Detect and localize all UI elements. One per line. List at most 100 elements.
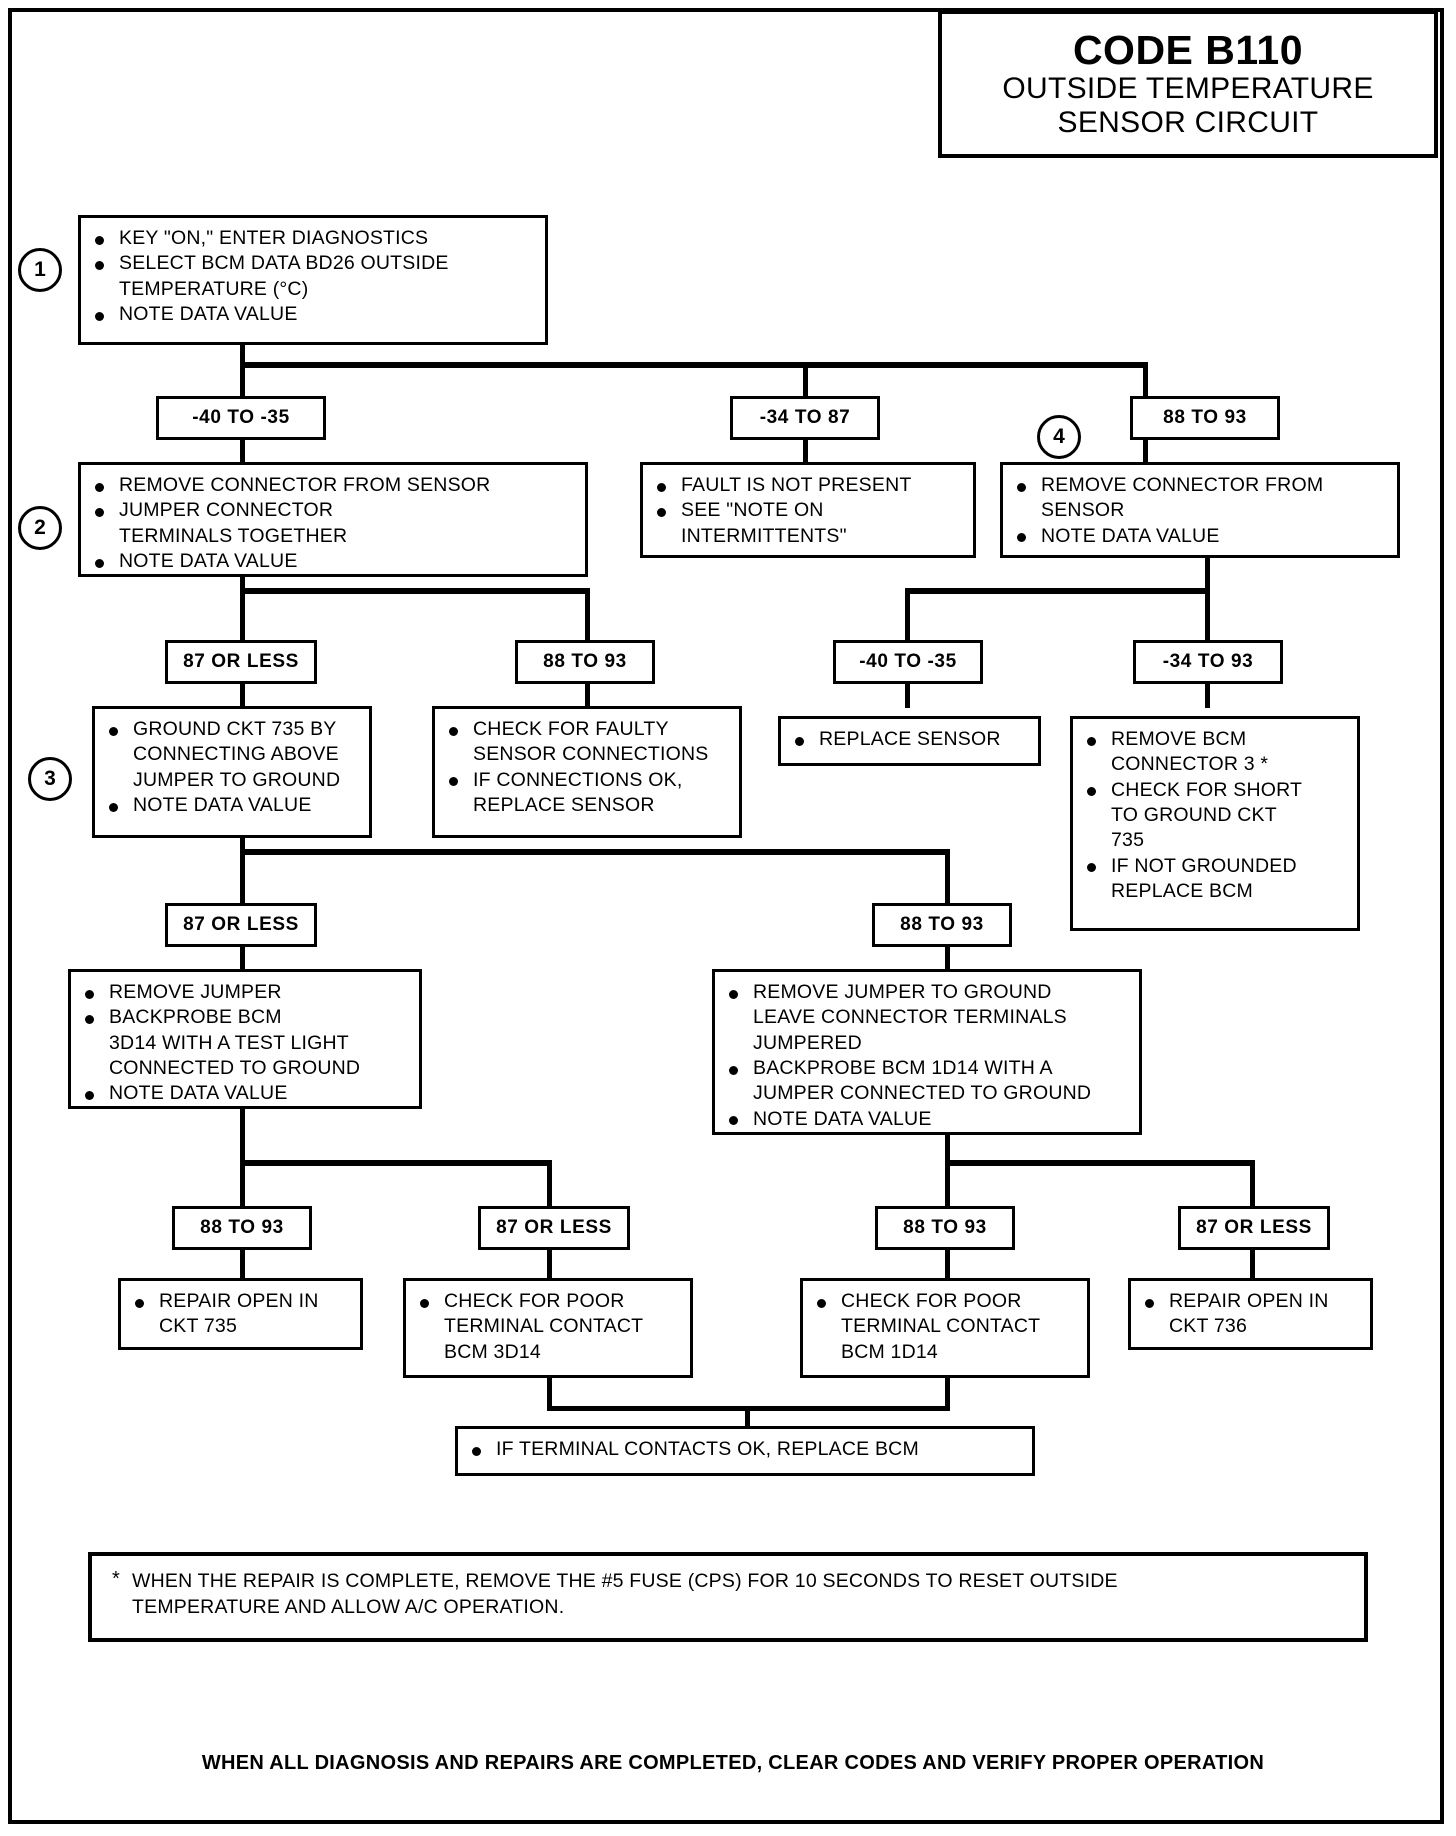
rj-right-item-1: REMOVE JUMPER TO GROUND [727,980,1129,1005]
check-faulty-item-1-cont: SENSOR CONNECTIONS [473,743,709,766]
box-step-1-item-2-cont: TEMPERATURE (°C) [119,277,309,300]
bullet-icon [95,482,104,492]
box-replace-sensor: REPLACE SENSOR [778,716,1041,766]
bullet-icon [85,989,94,999]
terminal-ok-item-1: IF TERMINAL CONTACTS OK, REPLACE BCM [470,1437,1022,1462]
rj-right-item-1-cont-a: LEAVE CONNECTOR TERMINALS [753,1006,1067,1029]
title-block: CODE B110 OUTSIDE TEMPERATURE SENSOR CIR… [938,10,1438,158]
box-step-2-item-3: NOTE DATA VALUE [93,549,575,574]
label-range-r4-c: 88 TO 93 [875,1206,1015,1250]
bcm3-item-1-cont: CONNECTOR 3 * [1111,753,1269,776]
footnote-box: * WHEN THE REPAIR IS COMPLETE, REMOVE TH… [88,1552,1368,1642]
bullet-icon [729,989,738,999]
replace-sensor-item-1: REPLACE SENSOR [793,727,1028,752]
ro735-item-1-cont: CKT 735 [159,1315,238,1338]
ro736-item-1-cont: CKT 736 [1169,1315,1248,1338]
asterisk-icon: * [112,1568,120,1590]
connector-bus [240,849,950,855]
connector-line [1250,1250,1255,1280]
box-step-1: KEY "ON," ENTER DIAGNOSTICS SELECT BCM D… [78,215,548,345]
check-faulty-item-1: CHECK FOR FAULTY [447,717,729,742]
bullet-icon [85,1015,94,1025]
bullet-icon [85,1091,94,1101]
connector-line [240,1160,245,1206]
rj-left-item-3: NOTE DATA VALUE [83,1081,409,1106]
connector-line [1250,1160,1255,1206]
label-range-r4-d: 87 OR LESS [1178,1206,1330,1250]
label-range-r2-c: -40 TO -35 [833,640,983,684]
pc1d14-item-1: CHECK FOR POOR [815,1289,1077,1314]
footnote-line-2: TEMPERATURE AND ALLOW A/C OPERATION. [132,1596,565,1619]
step-marker-1: 1 [18,248,62,292]
rj-left-item-2: BACKPROBE BCM [83,1005,409,1030]
connector-line [945,849,950,903]
connector-bus [945,1160,1255,1166]
connector-line [1205,588,1210,640]
bullet-icon [729,1116,738,1126]
connector-bus [905,588,1210,594]
label-range-r2-b: 88 TO 93 [515,640,655,684]
connector-line [585,684,590,708]
bullet-icon [95,508,104,518]
bullet-icon [817,1298,826,1308]
bullet-icon [657,508,666,518]
bullet-icon [109,802,118,812]
connector-line [240,1109,245,1123]
label-range-r3-b: 88 TO 93 [872,903,1012,947]
bullet-icon [449,777,458,787]
bullet-icon [420,1298,429,1308]
bullet-icon [1087,736,1096,746]
ro735-item-1: REPAIR OPEN IN [133,1289,350,1314]
connector-line [945,1160,950,1206]
connector-bus [240,588,590,594]
pc3d14-item-1-cont-b: BCM 3D14 [444,1340,541,1363]
bullet-icon [109,726,118,736]
connector-line [1143,362,1148,396]
connector-line [905,684,910,708]
fault-item-1: FAULT IS NOT PRESENT [655,473,963,498]
box-step-2-item-2: JUMPER CONNECTOR [93,498,575,523]
box-poor-contact-3d14: CHECK FOR POOR TERMINAL CONTACT BCM 3D14 [403,1278,693,1378]
bullet-icon [795,736,804,746]
connector-line [547,1250,552,1280]
step-marker-4: 4 [1037,415,1081,459]
box-repair-open-736: REPAIR OPEN IN CKT 736 [1128,1278,1373,1350]
footer-note: WHEN ALL DIAGNOSIS AND REPAIRS ARE COMPL… [201,1752,1265,1774]
label-range-r4-b: 87 OR LESS [478,1206,630,1250]
check-faulty-item-2: IF CONNECTIONS OK, [447,768,729,793]
box-check-faulty-connections: CHECK FOR FAULTY SENSOR CONNECTIONS IF C… [432,706,742,838]
connector-line [240,1120,245,1166]
connector-line [745,1406,750,1428]
box-step-2-item-1: REMOVE CONNECTOR FROM SENSOR [93,473,575,498]
connector-line [240,362,245,396]
connector-line [1205,684,1210,708]
connector-line [547,1160,552,1206]
connector-line [1205,572,1210,592]
box-step-2-item-2-cont: TERMINALS TOGETHER [119,524,348,547]
label-range-r2-a: 87 OR LESS [165,640,317,684]
connector-line [1143,440,1148,464]
bullet-icon [1017,533,1026,543]
rj-left-item-2-cont-a: 3D14 WITH A TEST LIGHT [109,1031,349,1054]
bullet-icon [1087,863,1096,873]
rj-right-item-2-cont: JUMPER CONNECTED TO GROUND [753,1082,1092,1105]
bullet-icon [729,1065,738,1075]
rj-right-item-2: BACKPROBE BCM 1D14 WITH A [727,1056,1129,1081]
rj-left-item-2-cont-b: CONNECTED TO GROUND [109,1057,361,1080]
connector-line [240,345,245,365]
box-repair-open-735: REPAIR OPEN IN CKT 735 [118,1278,363,1350]
box-step-1-item-2: SELECT BCM DATA BD26 OUTSIDE [93,251,535,276]
box-step-1-item-1: KEY "ON," ENTER DIAGNOSTICS [93,226,535,251]
connector-line [240,684,245,708]
step3-item-1-cont-b: JUMPER TO GROUND [133,768,341,791]
step3-item-1-cont-a: CONNECTING ABOVE [133,743,339,766]
bcm3-item-2: CHECK FOR SHORT [1085,778,1347,803]
bullet-icon [1145,1298,1154,1308]
rj-right-item-1-cont-b: JUMPERED [753,1031,862,1054]
connector-line [240,838,245,852]
step3-item-1: GROUND CKT 735 BY [107,717,359,742]
box-step-1-item-3: NOTE DATA VALUE [93,302,535,327]
bullet-icon [657,482,666,492]
connector-line [945,1378,950,1410]
footnote-line-1: * WHEN THE REPAIR IS COMPLETE, REMOVE TH… [112,1568,1118,1592]
